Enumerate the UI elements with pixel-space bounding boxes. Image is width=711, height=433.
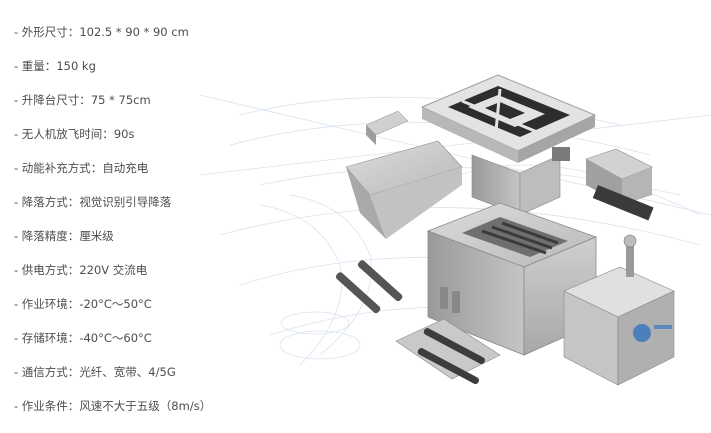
spec-value: 风速不大于五级（8m/s）	[79, 399, 212, 413]
spec-value: 150 kg	[56, 59, 96, 73]
spec-value: 75 * 75cm	[90, 93, 151, 107]
spec-value: 光纤、宽带、4/5G	[79, 365, 176, 379]
spec-value: 220V 交流电	[79, 263, 148, 277]
spec-value: 102.5 * 90 * 90 cm	[79, 25, 189, 39]
spec-row-weight: - 重量：150 kg	[14, 57, 244, 91]
spec-row-conditions: - 作业条件：风速不大于五级（8m/s）	[14, 397, 244, 431]
right-arm-unit	[585, 148, 654, 221]
spec-label: - 无人机放飞时间：	[14, 127, 114, 141]
spec-list: - 外形尺寸：102.5 * 90 * 90 cm - 重量：150 kg - …	[14, 23, 244, 431]
spec-value: 视觉识别引导降落	[79, 195, 172, 209]
spec-row-lift-platform: - 升降台尺寸：75 * 75cm	[14, 91, 244, 125]
main-cabinet	[426, 202, 598, 356]
spec-row-landing-mode: - 降落方式：视觉识别引导降落	[14, 193, 244, 227]
spec-label: - 降落方式：	[14, 195, 80, 209]
control-box	[563, 234, 675, 386]
left-lid-panel	[345, 110, 463, 239]
spec-label: - 降落精度：	[14, 229, 80, 243]
spec-value: -40°C～60°C	[79, 331, 152, 345]
front-drawer-door	[395, 318, 501, 385]
spec-row-release-time: - 无人机放飞时间：90s	[14, 125, 244, 159]
spec-value: 90s	[113, 127, 135, 141]
spec-row-power: - 供电方式：220V 交流电	[14, 261, 244, 295]
spec-value: 厘米级	[79, 229, 114, 243]
spec-row-recharge: - 动能补充方式：自动充电	[14, 159, 244, 193]
spec-label: - 存储环境：	[14, 331, 80, 345]
landing-pad	[420, 74, 597, 163]
spec-label: - 重量：	[14, 59, 57, 73]
spec-label: - 升降台尺寸：	[14, 93, 91, 107]
spec-label: - 外形尺寸：	[14, 25, 80, 39]
spec-value: -20°C～50°C	[79, 297, 152, 311]
charging-rods	[335, 260, 403, 314]
spec-label: - 作业条件：	[14, 399, 80, 413]
spec-row-dimensions: - 外形尺寸：102.5 * 90 * 90 cm	[14, 23, 244, 57]
spec-label: - 作业环境：	[14, 297, 80, 311]
spec-label: - 供电方式：	[14, 263, 80, 277]
spec-value: 自动充电	[102, 161, 149, 175]
spec-row-operating-env: - 作业环境：-20°C～50°C	[14, 295, 244, 329]
spec-label: - 通信方式：	[14, 365, 80, 379]
lift-mechanism	[471, 147, 570, 216]
drone-hangar-illustration	[200, 74, 711, 386]
spec-row-communication: - 通信方式：光纤、宽带、4/5G	[14, 363, 244, 397]
spec-row-landing-precision: - 降落精度：厘米级	[14, 227, 244, 261]
spec-label: - 动能补充方式：	[14, 161, 103, 175]
spec-row-storage-env: - 存储环境：-40°C～60°C	[14, 329, 244, 363]
